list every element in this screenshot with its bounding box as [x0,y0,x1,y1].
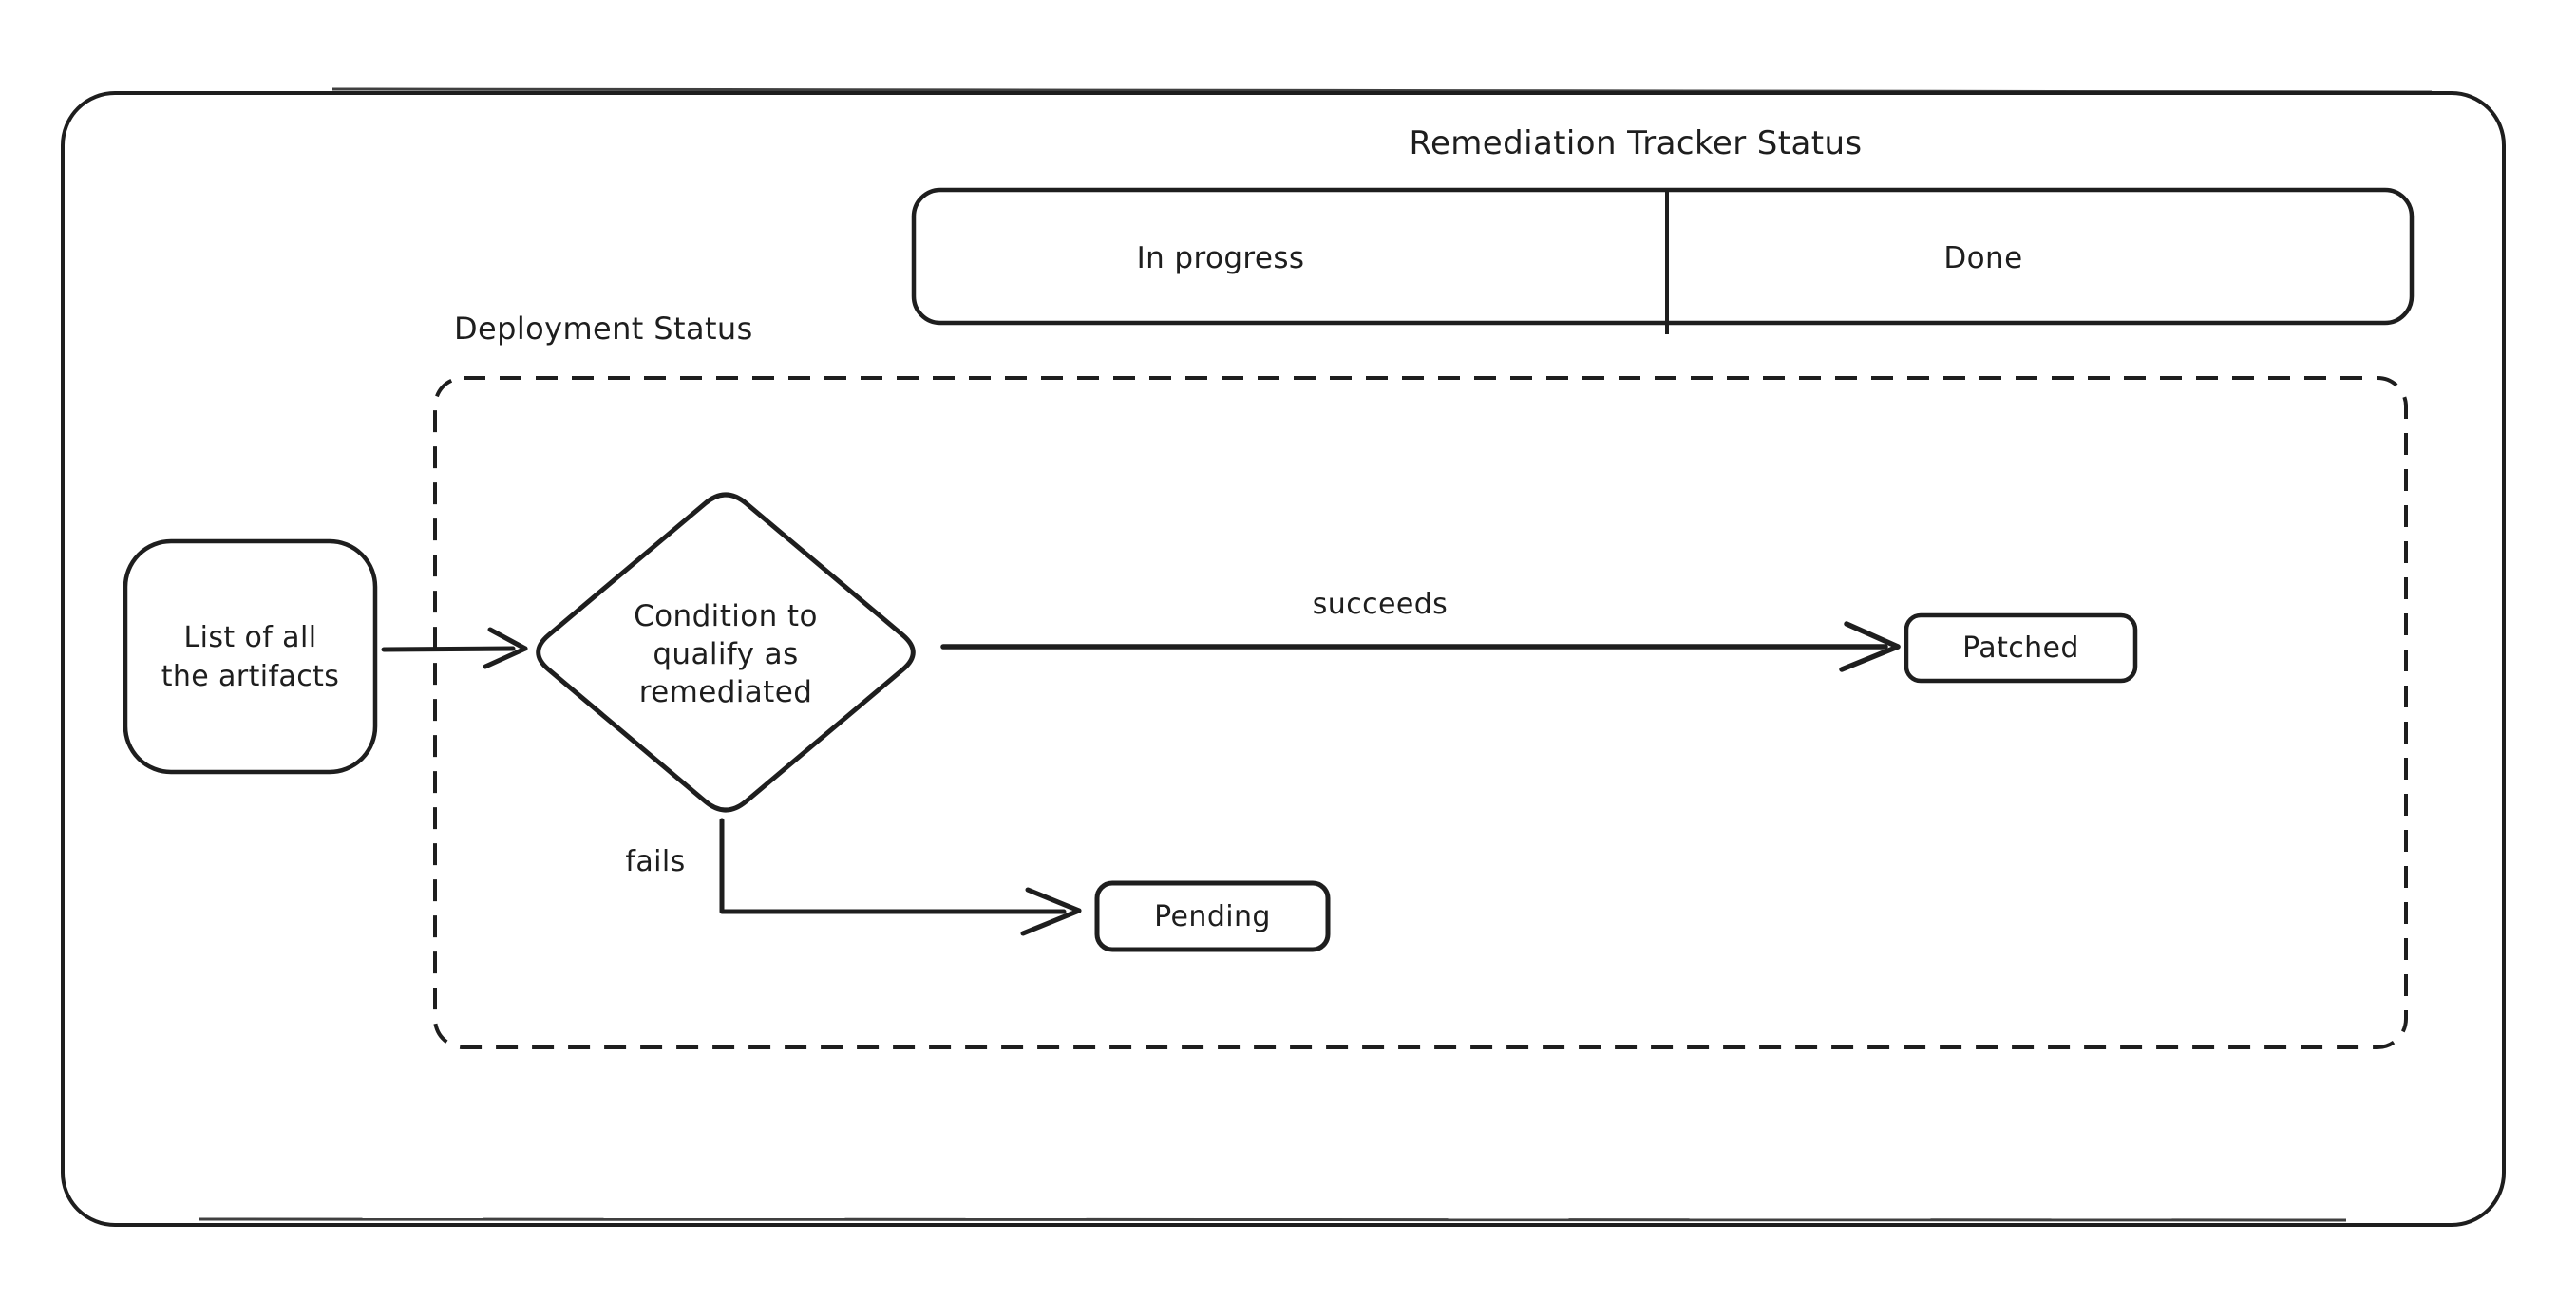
tracker-title: Remediation Tracker Status [1409,124,1863,162]
outer-frame [61,91,2506,1227]
fails-arrow [719,818,1082,936]
succeeds-edge-label: succeeds [1312,588,1449,621]
deployment-status-label: Deployment Status [454,311,753,347]
tracker-column-done: Done [1943,241,2023,275]
patched-box [1904,612,2138,684]
condition-node-label: Condition to qualify as remediated [634,599,818,709]
patched-node-label: Patched [1962,631,2079,665]
fails-arrowhead-icon [1025,887,1082,913]
outer-frame-top-doublestroke [331,87,2433,94]
input-arrowhead-icon [487,627,528,651]
tracker-box [911,187,2415,326]
outer-frame-bottom-doublestroke [199,1217,2347,1222]
input-arrow [381,627,528,669]
deployment-status-container [433,376,2408,1049]
artifacts-box [123,538,378,775]
tracker-column-in-progress: In progress [1136,241,1305,275]
succeeds-arrow [940,621,1901,672]
artifacts-node-label: List of all the artifacts [161,620,340,693]
condition-diamond [536,492,916,813]
succeeds-arrowhead-icon [1844,621,1901,650]
pending-box [1094,880,1331,952]
fails-edge-label: fails [625,845,686,878]
pending-node-label: Pending [1154,899,1271,933]
